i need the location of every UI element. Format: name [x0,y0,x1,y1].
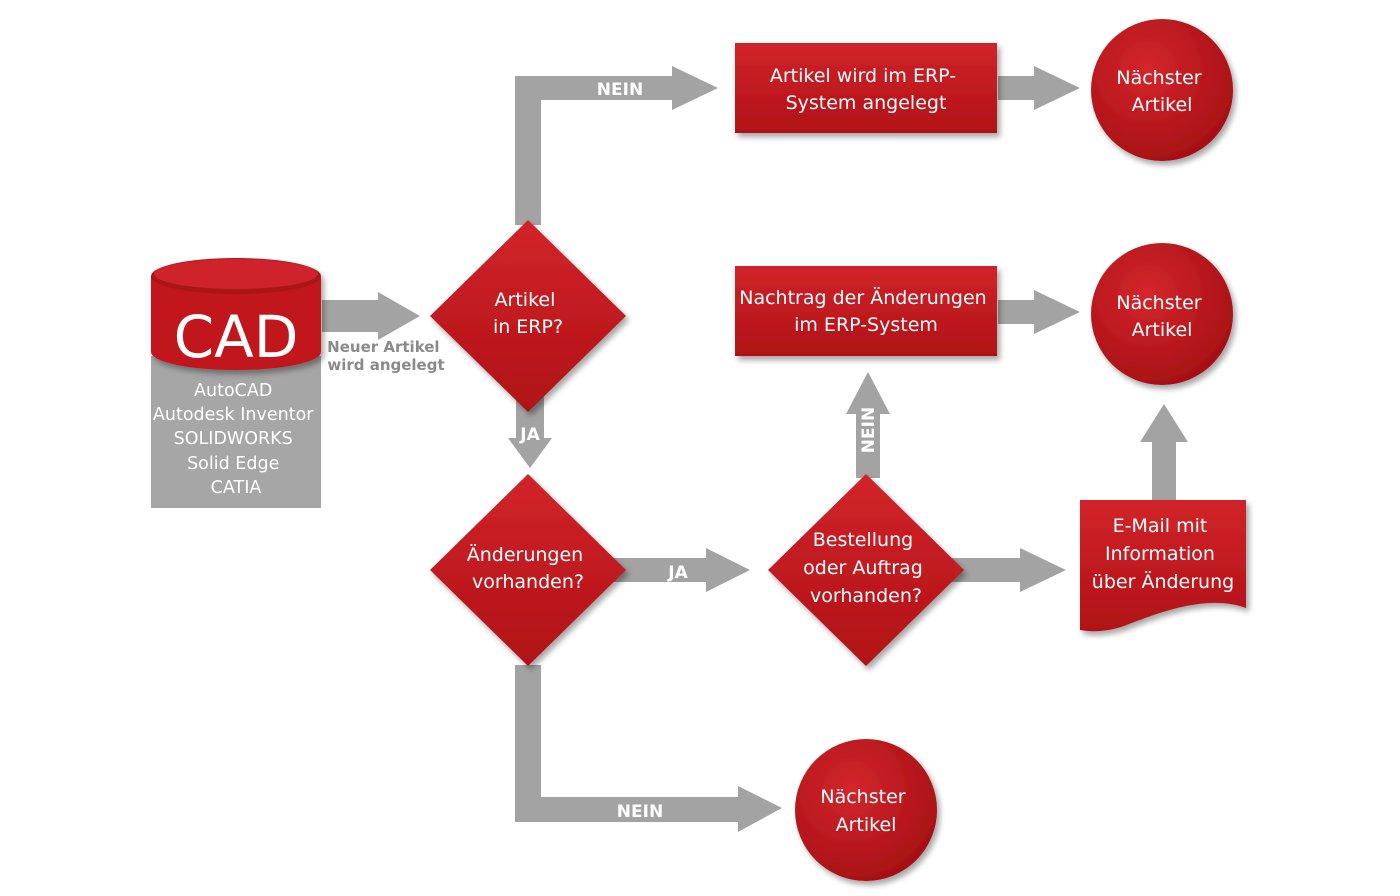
cad-systems-list: AutoCAD Autodesk Inventor SOLIDWORKS Sol… [153,381,319,498]
new-article-label-line-1: Neuer Artikel [327,338,439,356]
process-erp-angelegt-line-1: Artikel wird im ERP- [770,65,956,87]
arrow-ja-right [614,548,750,592]
new-article-label: Neuer Artikel wird angelegt [327,338,445,374]
cad-system-item: SOLIDWORKS [174,429,293,449]
svg-text:Nachtrag der Änderungen: Nachtrag der Änderungen im ERP-System [739,286,992,336]
svg-text:Nächster Artikel: Nächster Artikel [1116,67,1207,116]
cad-title: CAD [174,303,299,371]
edge-label-nein-bottom: NEIN [617,802,663,822]
decision-aenderungen-line-2: vorhanden? [472,571,584,593]
svg-text:Artikel in ERP?: Artikel in ERP? [493,289,563,338]
svg-text:Nächster Artikel: Nächster Artikel [820,786,911,836]
decision-bestellung-line-3: vorhanden? [810,585,922,607]
cad-system-item: Autodesk Inventor [153,405,314,425]
document-email-line-3: über Änderung [1092,570,1234,593]
decision-bestellung: Bestellung oder Auftrag vorhanden? [768,474,964,666]
terminal-next-article-2: Nächster Artikel [1091,243,1233,385]
svg-text:Artikel wird im ERP- Sys: Artikel wird im ERP- System angelegt [770,65,962,114]
edge-label-ja-right: JA [667,563,688,583]
arrow-nein-to-next-bottom [515,665,782,832]
decision-aenderungen: Änderungen vorhanden? [430,474,626,666]
svg-text:Nächster Artikel: Nächster Artikel [1116,292,1207,341]
process-erp-angelegt-line-2: System angelegt [786,92,947,114]
document-email: E-Mail mit Information über Änderung [1080,500,1246,632]
decision-bestellung-line-1: Bestellung [813,529,913,551]
decision-aenderungen-line-1: Änderungen [467,543,583,566]
process-erp-angelegt: Artikel wird im ERP- System angelegt [735,43,997,133]
cad-systems-panel [151,356,321,508]
document-email-line-2: Information [1105,543,1215,565]
arrow-ja-down [508,395,552,468]
cad-system-item: CATIA [211,478,262,498]
cad-system-item: Solid Edge [187,454,279,474]
process-nachtrag-line-1: Nachtrag der Änderungen [739,286,986,309]
arrow-nachtrag-to-next [998,290,1080,334]
arrow-nein-to-erp-create [515,66,718,225]
edge-label-nein-top: NEIN [597,80,643,100]
process-nachtrag-line-2: im ERP-System [794,314,938,336]
cad-database: CAD AutoCAD Autodesk Inventor SOLIDWORKS… [151,258,321,508]
process-nachtrag: Nachtrag der Änderungen im ERP-System [735,266,997,356]
arrow-to-email [950,548,1066,592]
decision-artikel-in-erp: Artikel in ERP? [430,220,626,412]
terminal-next-article-3-line-1: Nächster [820,786,905,808]
edge-label-nein-up: NEIN [859,407,879,453]
decision-artikel-in-erp-line-2: in ERP? [493,316,563,338]
new-article-label-line-2: wird angelegt [327,356,444,374]
arrow-nein-up [846,372,890,478]
connectors [322,66,1188,832]
arrow-cad-to-decision [322,292,420,340]
terminal-next-article-3-line-2: Artikel [836,814,897,836]
decision-artikel-in-erp-line-1: Artikel [495,289,556,311]
terminal-next-article-2-line-2: Artikel [1132,319,1193,341]
svg-text:Bestellung oder Auftrag: Bestellung oder Auftrag vorhanden? [803,529,929,607]
edge-label-ja-down: JA [519,425,540,445]
svg-text:E-Mail mit Information: E-Mail mit Information über Änderung [1092,515,1234,593]
decision-bestellung-line-2: oder Auftrag [803,557,923,579]
arrow-email-to-next [1140,404,1188,500]
terminal-next-article-2-line-1: Nächster [1116,292,1201,314]
cad-system-item: AutoCAD [194,381,272,401]
document-email-line-1: E-Mail mit [1113,515,1208,537]
svg-text:Änderungen vorhanden?: Änderungen vorhanden? [467,543,590,593]
terminal-next-article-1: Nächster Artikel [1091,19,1233,161]
terminal-next-article-3: Nächster Artikel [795,739,937,881]
arrow-erp-to-next [998,66,1080,110]
terminal-next-article-1-line-2: Artikel [1132,94,1193,116]
terminal-next-article-1-line-1: Nächster [1116,67,1201,89]
cad-cylinder-body [151,276,321,370]
